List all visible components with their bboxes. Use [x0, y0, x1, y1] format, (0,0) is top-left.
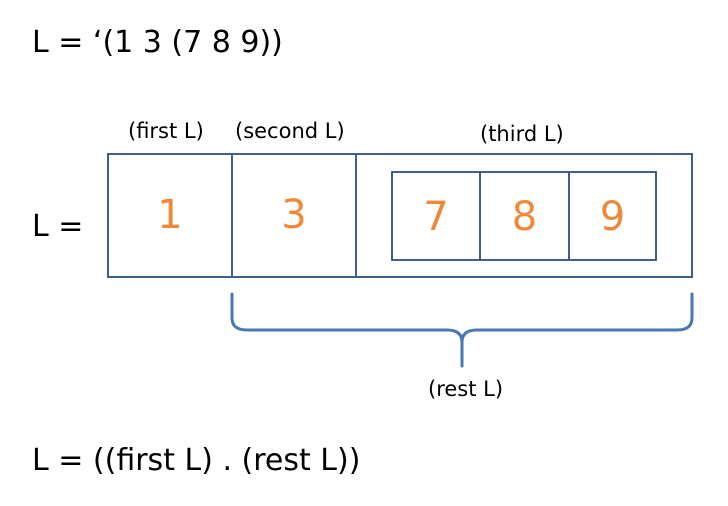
row-label: L =	[32, 209, 84, 244]
nested-list-box	[391, 171, 657, 261]
nested-cell-value: 7	[423, 194, 449, 240]
cell-value-second: 3	[281, 192, 307, 238]
definition-line: L = ‘(1 3 (7 8 9))	[32, 25, 283, 60]
label-first: (first L)	[128, 119, 204, 143]
label-third: (third L)	[480, 122, 564, 146]
rest-brace-icon	[230, 292, 694, 368]
nested-cell-divider	[479, 171, 481, 261]
list-box	[107, 153, 693, 278]
nested-cell-value: 8	[511, 194, 538, 240]
nested-cell-value: 9	[599, 194, 626, 240]
cell-value-first: 1	[157, 192, 183, 238]
label-rest: (rest L)	[428, 377, 504, 401]
nested-cell-divider	[568, 171, 570, 261]
equation-line: L = ((first L) . (rest L))	[32, 443, 361, 478]
cell-divider	[355, 153, 357, 278]
label-second: (second L)	[235, 119, 345, 143]
cell-divider	[231, 153, 233, 278]
